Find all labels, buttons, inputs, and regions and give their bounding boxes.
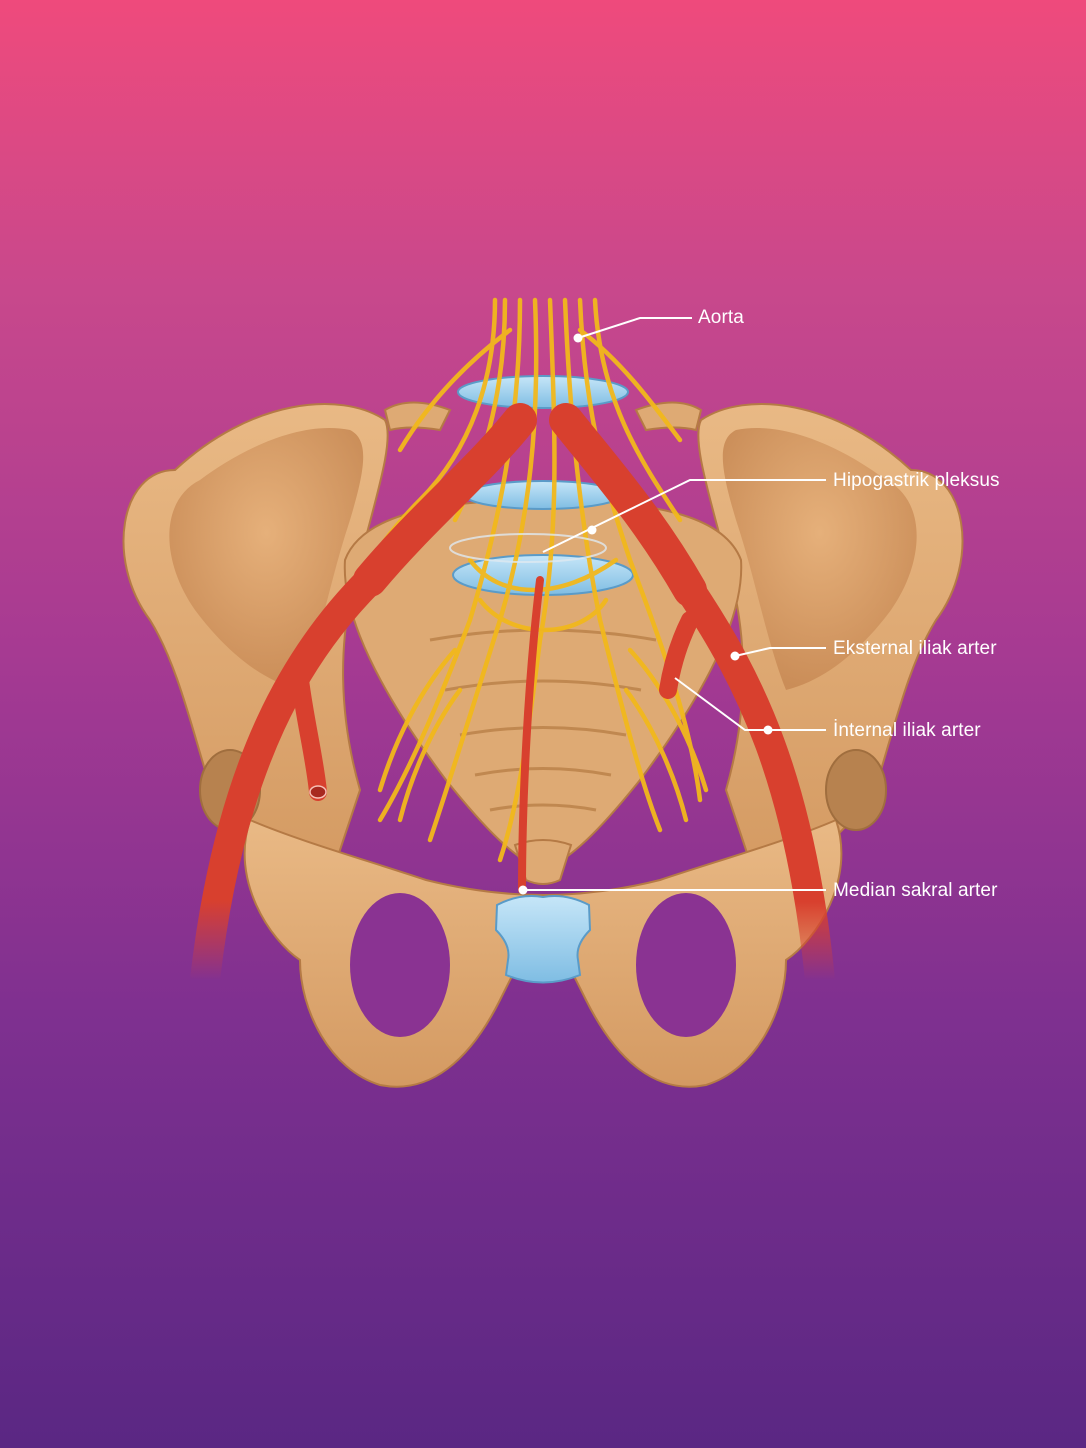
dot-internal-iliac xyxy=(763,725,773,735)
dot-median-sacral xyxy=(518,885,528,895)
transverse-process-right xyxy=(634,401,703,432)
right-obturator-foramen xyxy=(636,893,736,1037)
leader-dots xyxy=(518,333,773,895)
left-internal-iliac xyxy=(291,671,327,801)
label-external-iliac-artery: Eksternal iliak arter xyxy=(833,638,997,659)
arteries xyxy=(190,170,835,995)
internal-iliac-cut-end xyxy=(309,785,327,799)
right-acetabulum xyxy=(825,749,887,831)
right-common-iliac xyxy=(549,403,707,607)
right-internal-iliac xyxy=(659,611,699,699)
label-hypogastric-plexus: Hipogastrik pleksus xyxy=(833,470,1000,491)
label-median-sacral-artery: Median sakral arter xyxy=(833,880,998,901)
median-sacral-vessel xyxy=(518,576,544,894)
label-internal-iliac-artery: İnternal iliak arter xyxy=(833,720,981,741)
pubic-symphysis xyxy=(494,895,592,984)
right-iliac-fossa xyxy=(722,428,917,690)
dot-external-iliac xyxy=(730,651,740,661)
coccyx xyxy=(513,839,573,885)
left-external-iliac xyxy=(190,565,385,995)
leader-aorta xyxy=(577,317,692,339)
dot-aorta xyxy=(573,333,583,343)
left-common-iliac xyxy=(353,403,537,597)
label-aorta: Aorta xyxy=(698,307,744,328)
dot-plexus xyxy=(587,525,597,535)
right-external-iliac xyxy=(675,575,835,995)
leader-external-iliac xyxy=(734,647,826,657)
transverse-process-left xyxy=(383,401,452,432)
leader-lines xyxy=(523,317,826,891)
leader-internal-iliac xyxy=(674,677,826,731)
plexus-outline xyxy=(449,533,607,563)
left-obturator-foramen xyxy=(350,893,450,1037)
